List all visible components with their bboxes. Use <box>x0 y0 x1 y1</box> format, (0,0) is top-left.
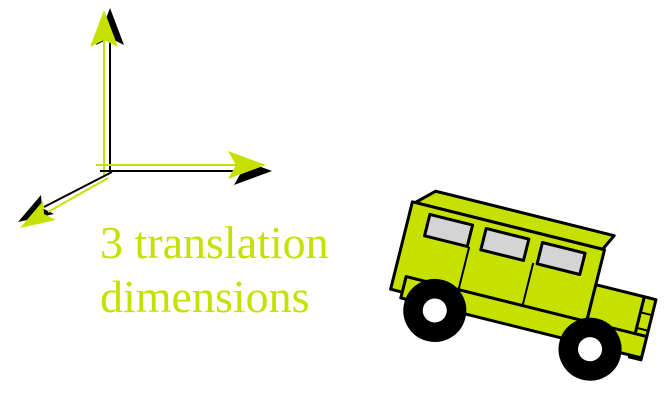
caption-text: 3 translation dimensions <box>100 216 329 324</box>
caption-line-1: 3 translation <box>100 216 329 270</box>
caption-line-2: dimensions <box>100 270 329 324</box>
axis-diagonal-arrow <box>20 178 108 228</box>
jeep-icon <box>381 186 668 391</box>
axes-icon <box>18 8 272 228</box>
